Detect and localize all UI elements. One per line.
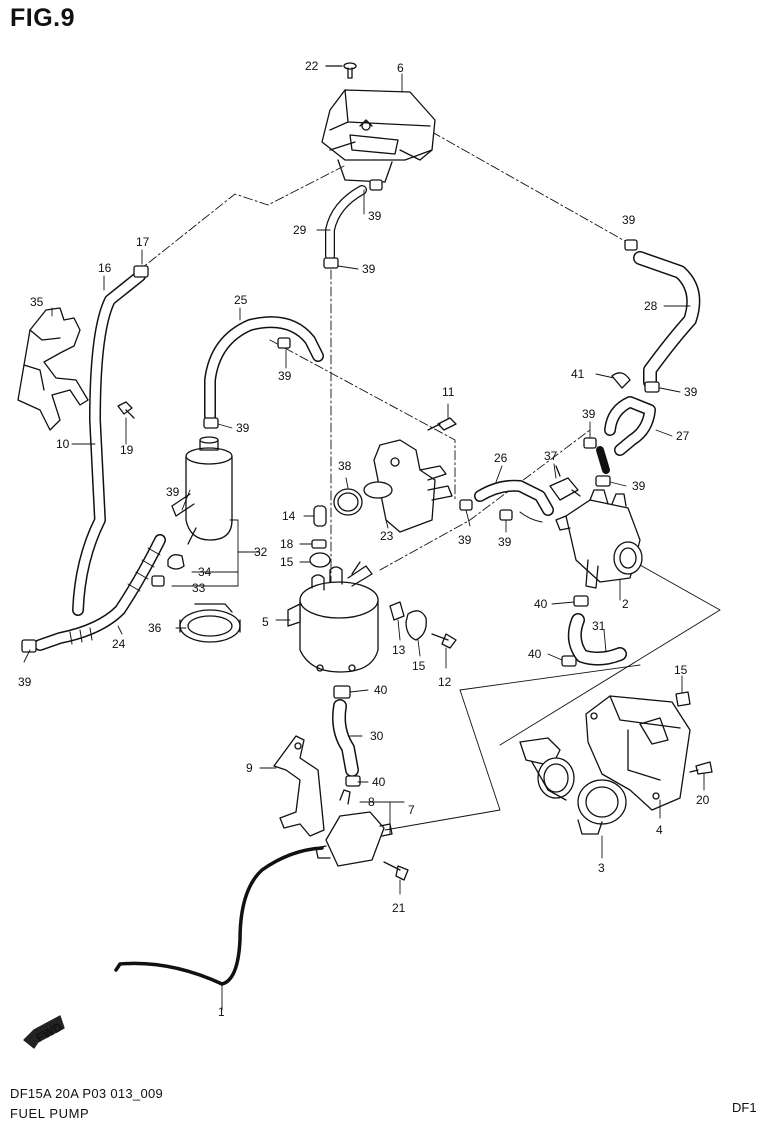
part-2-pump-assembly xyxy=(555,489,643,589)
callout-40: 39 xyxy=(166,485,180,499)
part-7-filter xyxy=(315,789,393,867)
callout-11: 11 xyxy=(442,385,455,399)
callout-41: 40 xyxy=(372,775,386,789)
callout-23: 22 xyxy=(305,59,319,73)
callout-1: 1 xyxy=(218,1005,225,1019)
callout-27: 26 xyxy=(494,451,508,465)
callout-7: 7 xyxy=(408,803,415,817)
part-24-pump xyxy=(363,439,453,533)
callout-39: 38 xyxy=(338,459,352,473)
callout-16: 15 xyxy=(674,663,688,677)
callout-40: 39 xyxy=(278,369,292,383)
callout-38: 37 xyxy=(544,449,558,463)
callout-22: 21 xyxy=(392,901,406,915)
callout-3: 3 xyxy=(598,861,605,875)
callout-26: 25 xyxy=(234,293,248,307)
fwd-arrow-icon xyxy=(23,1015,65,1049)
footer-figure-name: FUEL PUMP xyxy=(10,1106,90,1121)
footer-model-code: DF15A 20A P03 013_009 xyxy=(10,1086,164,1101)
part-36-bracket xyxy=(17,307,89,431)
frame-lines xyxy=(384,564,721,831)
callout-40: 39 xyxy=(368,209,382,223)
callout-40: 39 xyxy=(458,533,472,547)
callout-15: 15 xyxy=(280,555,294,569)
callout-15: 15 xyxy=(412,659,426,673)
part-9-bracket xyxy=(273,735,325,837)
part-4-cover xyxy=(585,695,691,811)
leader-lines xyxy=(23,65,705,1011)
callout-21: 20 xyxy=(696,793,710,807)
callout-36: 35 xyxy=(30,295,44,309)
callout-13: 13 xyxy=(392,643,406,657)
callout-34: 33 xyxy=(192,581,206,595)
callout-40: 39 xyxy=(18,675,32,689)
part-6-filter-cover xyxy=(321,89,436,183)
callout-37: 36 xyxy=(148,621,162,635)
part-5-fuel-pump xyxy=(287,561,379,673)
part-39-oring xyxy=(333,488,363,516)
callout-41: 40 xyxy=(374,683,388,697)
part-23-screw xyxy=(325,62,357,79)
footer-page-code: DF1 xyxy=(732,1100,757,1115)
callout-8: 8 xyxy=(368,795,375,809)
figure-title: FIG.9 xyxy=(10,4,76,32)
callout-9: 9 xyxy=(246,761,253,775)
part-20-bolt xyxy=(117,401,135,419)
reference-lines xyxy=(141,131,633,586)
callout-25: 24 xyxy=(112,637,126,651)
callout-40: 39 xyxy=(632,479,646,493)
callout-40: 39 xyxy=(362,262,376,276)
callout-14: 14 xyxy=(282,509,296,523)
callout-40: 39 xyxy=(236,421,250,435)
callout-42: 41 xyxy=(571,367,585,381)
callout-40: 39 xyxy=(684,385,698,399)
callout-5: 5 xyxy=(262,615,269,629)
callout-40: 39 xyxy=(622,213,636,227)
callout-4: 4 xyxy=(656,823,663,837)
callout-29: 28 xyxy=(644,299,658,313)
clamp-40-upper xyxy=(323,179,638,269)
callout-35: 34 xyxy=(198,565,212,579)
callout-12: 12 xyxy=(438,675,452,689)
callout-32: 31 xyxy=(592,619,606,633)
callout-18: 17 xyxy=(136,235,150,249)
callout-17: 16 xyxy=(98,261,112,275)
part-38-valve xyxy=(549,465,581,501)
callout-2: 2 xyxy=(622,597,629,611)
callout-20: 19 xyxy=(120,443,134,457)
callout-6: 6 xyxy=(397,61,404,75)
callout-40: 39 xyxy=(498,535,512,549)
callout-31: 30 xyxy=(370,729,384,743)
part-3-intake xyxy=(519,737,627,835)
callout-10: 10 xyxy=(56,437,70,451)
callout-40: 39 xyxy=(582,407,596,421)
part-37-ring xyxy=(179,603,241,643)
part-1-fuel-line xyxy=(114,846,324,986)
callout-33: 32 xyxy=(254,545,268,559)
part-33-separator xyxy=(171,436,233,545)
callout-19: 18 xyxy=(280,537,294,551)
callout-24: 23 xyxy=(380,529,394,543)
callout-41: 40 xyxy=(534,597,548,611)
callout-30: 29 xyxy=(293,223,307,237)
callout-28: 27 xyxy=(676,429,690,443)
callout-41: 40 xyxy=(528,647,542,661)
